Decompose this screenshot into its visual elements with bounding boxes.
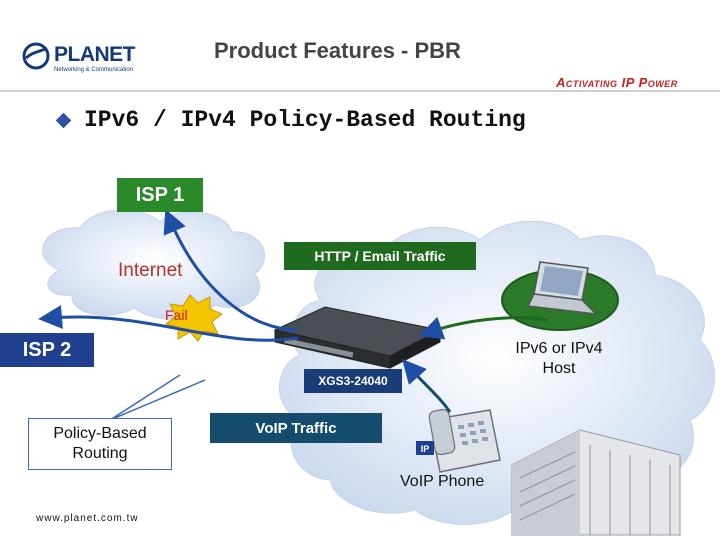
laptop-icon	[526, 261, 599, 315]
switch-model-label: XGS3-24040	[304, 369, 402, 393]
host-label: IPv6 or IPv4 Host	[484, 339, 634, 379]
switch-icon	[273, 306, 442, 369]
internet-cloud	[42, 209, 266, 320]
arrow-phone-to-switch	[402, 359, 452, 413]
policy-routing-line2: Routing	[72, 445, 128, 462]
planet-globe-icon	[22, 42, 50, 70]
building-icon	[511, 429, 681, 536]
brand-name: PLANET	[54, 43, 136, 66]
header-divider	[0, 90, 720, 92]
arrow-to-isp1	[163, 208, 299, 332]
ip-badge: IP	[421, 444, 430, 454]
fail-label: Fail	[165, 307, 188, 323]
website-url: www.planet.com.tw	[36, 513, 139, 524]
http-traffic-label: HTTP / Email Traffic	[284, 242, 476, 270]
isp2-label: ISP 2	[0, 333, 94, 367]
tagline: Activating IP Power	[556, 75, 678, 90]
ip-badge-bg	[416, 441, 434, 455]
voip-phone-label: VoIP Phone	[400, 473, 485, 490]
isp1-label: ISP 1	[117, 178, 203, 212]
policy-pointer	[109, 374, 206, 421]
policy-routing-box: Policy-Based Routing	[28, 418, 172, 470]
bullet-heading: IPv6 / IPv4 Policy-Based Routing	[84, 107, 526, 133]
slide-title: Product Features - PBR	[214, 38, 461, 63]
ip-phone-icon	[428, 408, 501, 473]
host-line2: Host	[542, 360, 576, 377]
arrow-host-to-switch	[418, 316, 549, 340]
policy-routing-line1: Policy-Based	[53, 425, 147, 442]
planet-logo: PLANET Networking & Communication	[22, 40, 136, 76]
arrow-to-isp2	[38, 305, 299, 342]
voip-traffic-label: VoIP Traffic	[210, 413, 382, 443]
brand-subtitle: Networking & Communication	[54, 67, 134, 73]
internet-label: Internet	[118, 260, 183, 281]
host-line1: IPv6 or IPv4	[515, 340, 603, 357]
